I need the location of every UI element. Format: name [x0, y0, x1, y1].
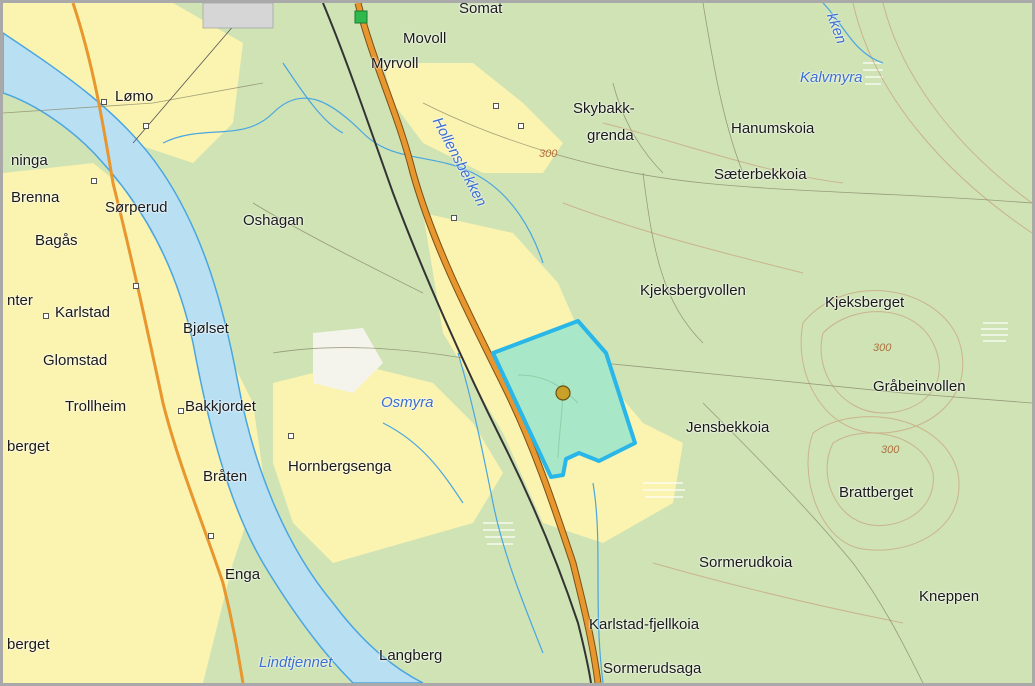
place-label: Sæterbekkoia [714, 166, 807, 183]
river [3, 32, 424, 683]
place-label: Hornbergsenga [288, 458, 392, 475]
place-label: berget [7, 636, 50, 653]
farmland-area [383, 63, 563, 173]
farmland-area [3, 163, 263, 683]
topographic-map [3, 3, 1032, 683]
building-marker [288, 433, 294, 439]
building-marker [101, 99, 107, 105]
marsh-label: Osmyra [381, 394, 434, 411]
main-road [355, 3, 601, 683]
place-label: Gråbeinvollen [873, 378, 966, 395]
place-label: Langberg [379, 647, 443, 664]
contour-elevation-label: 300 [873, 342, 892, 354]
building-marker [518, 123, 524, 129]
farmland-area [273, 363, 503, 563]
place-label: Oshagan [243, 212, 304, 229]
open-land [313, 328, 383, 393]
contour-elevation-label: 300 [539, 148, 558, 160]
contour-lines [562, 3, 1032, 624]
place-label: Kjeksbergvollen [640, 282, 746, 299]
place-label: grenda [587, 127, 634, 144]
building-marker [178, 408, 184, 414]
streams [162, 3, 884, 683]
place-label: Jensbekkoia [686, 419, 770, 436]
place-label: Kneppen [919, 588, 980, 605]
place-label: Sormerudsaga [603, 660, 702, 677]
place-label: Enga [225, 566, 261, 583]
village-built-up-area [202, 3, 274, 29]
place-label: Trollheim [65, 398, 127, 415]
building-marker [133, 283, 139, 289]
building-marker [91, 178, 97, 184]
place-label: Bakkjordet [185, 398, 256, 415]
place-label: Bagås [35, 232, 78, 249]
railway [322, 3, 592, 683]
place-label: Movoll [403, 30, 447, 47]
place-label: Karlstad-fjellkoia [589, 616, 700, 633]
place-label: Bråten [203, 468, 248, 485]
marsh-hatching [483, 62, 1008, 545]
place-label: Karlstad [55, 304, 111, 321]
place-label: Sormerudkoia [699, 554, 793, 571]
place-label: Bjølset [183, 320, 229, 337]
place-label: Glomstad [43, 352, 108, 369]
lake-label: Lindtjennet [259, 654, 333, 671]
road-number-shield [354, 10, 368, 24]
place-label: Hanumskoia [731, 120, 815, 137]
place-label: nter [7, 292, 33, 309]
lake-label: Kalvmyra [800, 69, 863, 86]
contour-elevation-label: 300 [881, 444, 900, 456]
place-label: Kjeksberget [825, 294, 905, 311]
place-label: Skybakk- [573, 100, 635, 117]
secondary-road [71, 3, 245, 683]
building-marker [43, 313, 49, 319]
building-marker [451, 215, 457, 221]
place-label: Brattberget [839, 484, 914, 501]
place-label: Sørperud [105, 199, 168, 216]
place-label: ninga [11, 152, 48, 169]
minor-roads [3, 3, 1032, 683]
place-label: Lømo [115, 88, 154, 105]
place-label: berget [7, 438, 50, 455]
place-label: Myrvoll [371, 55, 419, 72]
building-marker [493, 103, 499, 109]
building-marker [143, 123, 149, 129]
farmland-area [3, 3, 243, 163]
building-marker [208, 533, 214, 539]
location-marker [555, 385, 571, 401]
place-label: Somat [459, 0, 503, 17]
place-label: Brenna [11, 189, 60, 206]
